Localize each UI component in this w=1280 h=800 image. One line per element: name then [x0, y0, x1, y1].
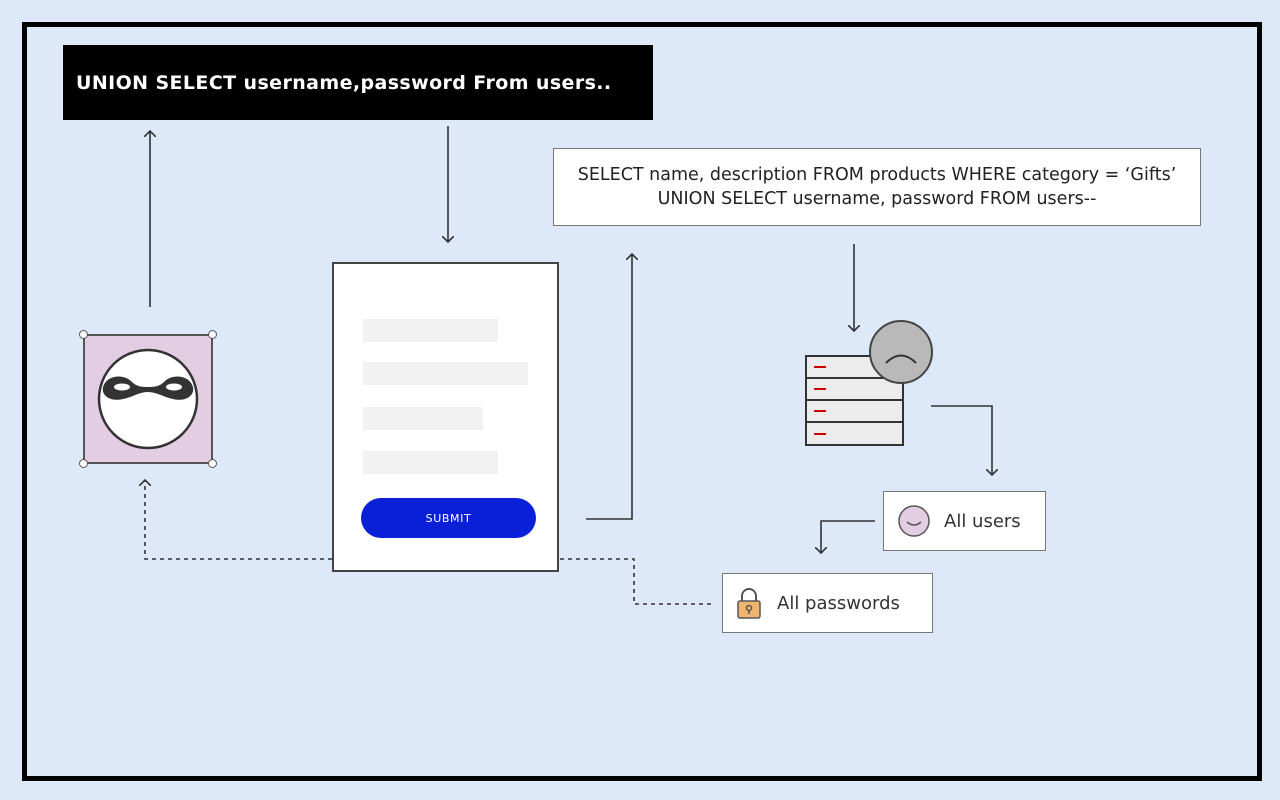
all-users-box: All users	[883, 491, 1046, 551]
sql-query-box: SELECT name, description FROM products W…	[553, 148, 1201, 226]
form-field[interactable]	[363, 319, 498, 342]
selection-handle	[79, 459, 88, 468]
selection-handle	[208, 459, 217, 468]
form-field[interactable]	[363, 362, 528, 385]
submit-button[interactable]: SUBMIT	[361, 498, 536, 538]
sql-query-text: SELECT name, description FROM products W…	[577, 165, 1177, 209]
smiley-user-icon	[898, 505, 930, 537]
all-passwords-box: All passwords	[722, 573, 933, 633]
padlock-icon	[737, 588, 761, 619]
all-passwords-label: All passwords	[777, 592, 900, 614]
injection-payload-banner: UNION SELECT username,password From user…	[63, 45, 653, 120]
all-users-label: All users	[944, 510, 1021, 532]
sad-face-icon	[869, 320, 933, 384]
selection-handle	[79, 330, 88, 339]
form-field[interactable]	[363, 451, 498, 474]
web-form: SUBMIT	[332, 262, 559, 572]
injection-payload-text: UNION SELECT username,password From user…	[76, 71, 612, 94]
database-server-icon	[805, 320, 933, 446]
selection-handle	[208, 330, 217, 339]
masked-user-icon	[97, 348, 199, 450]
attacker-card	[79, 330, 217, 468]
form-field[interactable]	[363, 407, 483, 430]
